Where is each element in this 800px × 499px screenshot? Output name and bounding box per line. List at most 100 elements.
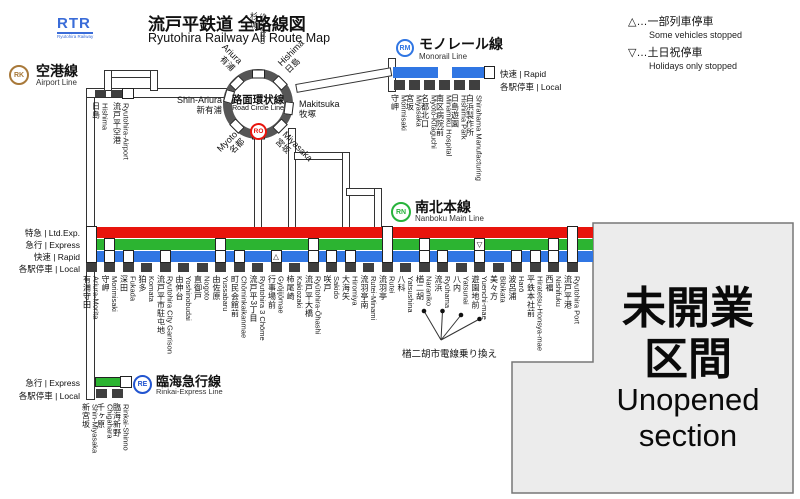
rinkai-terminal-slot [120, 376, 132, 388]
legend-partial-jp: …一部列車停車 [636, 16, 714, 28]
main-station-jp: 美々方 [489, 275, 499, 301]
unopened-jp-line2: 区間 [644, 335, 732, 384]
airport-line-badge: RK [9, 65, 29, 85]
main-station-jp: 八内 [452, 275, 462, 292]
circle-line-badge: RO [250, 123, 267, 140]
main-local-mark [85, 263, 97, 272]
main-local-mark [233, 263, 245, 272]
transfer-line [440, 314, 462, 341]
main-station-en: Nishifuku [554, 276, 563, 307]
main-local-mark [326, 263, 337, 272]
main-station-en: Yussabaru [221, 276, 230, 312]
main-local-label: 各駅停車 | Local [18, 264, 80, 274]
airport-line-title-en: Airport Line [36, 78, 77, 87]
airport-station-mark [95, 89, 106, 97]
unopened-section-area [511, 222, 794, 494]
transfer-line [440, 310, 443, 341]
rinkai-station-chigahara-jp: 千ヶ原 [96, 403, 106, 429]
monorail-line-badge: RM [396, 39, 414, 57]
main-station-en: Fukada [128, 276, 138, 302]
main-station-en: Morimisaki [110, 276, 119, 312]
triangle-down-icon: ▽ [628, 47, 637, 59]
main-local-mark [344, 263, 356, 272]
circle-station-sugishiro-en: Sugishiro [258, 13, 268, 45]
legend-partial-en: Some vehicles stopped [649, 30, 743, 40]
monorail-local-mark [453, 80, 465, 90]
monorail-station-jp: 名都北口 [420, 94, 430, 128]
main-rapid-stop-slot [215, 250, 226, 263]
main-station-jp: 町民会館前 [230, 275, 240, 318]
main-station-en: Yoshinobudai [184, 276, 193, 321]
main-station-jp: 大海矢 [341, 275, 351, 301]
main-local-mark [511, 263, 522, 272]
main-station-jp: 咲戸 [323, 275, 332, 292]
circle-station-makitsuka-en: Makitsuka [299, 99, 340, 109]
airport-terminal-slot [122, 87, 134, 99]
main-station-jp: 流戸平大橋 [304, 275, 314, 318]
rinkai-station-shin-miyasaka-jp: 新宮坂 [81, 403, 91, 429]
tram-transfer-note: 楢二胡市電線乗り換え [402, 349, 498, 360]
main-ltdexp-label: 特急 | Ltd.Exp. [24, 228, 80, 238]
monorail-local-mark [408, 80, 420, 90]
main-rapid-stop-slot [159, 250, 171, 263]
main-major-station-slot [85, 226, 97, 263]
main-station-en: Ryutohira 3 Chōme [258, 276, 267, 341]
main-local-mark [455, 263, 467, 272]
monorail-station-jp: 白浜製作所 [465, 94, 475, 137]
main-station-jp: 守岬 [101, 275, 110, 292]
rinkai-local-label: 各駅停車 | Local [18, 391, 80, 401]
main-express-bar [86, 239, 593, 250]
main-station-en: Yatsushina [406, 276, 415, 313]
main-local-mark [270, 263, 282, 272]
main-local-mark [215, 263, 226, 272]
main-station-jp: 由佐原 [212, 275, 221, 301]
main-station-jp: 楢二胡 [415, 275, 425, 301]
unopened-jp-line1: 未開業 [622, 284, 754, 333]
rtr-logo-text: RTR [57, 15, 94, 34]
unopened-en-line2: section [638, 418, 738, 453]
main-stop-mark-holiday: ▽ [476, 240, 483, 249]
main-station-jp: 深田 [119, 275, 129, 292]
main-station-en: Harō [517, 276, 526, 293]
main-station-jp: 遊園地前 [471, 275, 480, 309]
main-station-en: Yuenchi-mae [480, 276, 489, 320]
main-station-en: Rutei [387, 276, 397, 294]
main-station-jp: 有浦守田 [82, 275, 92, 309]
monorail-station-jp: 守岬 [390, 94, 400, 111]
main-rapid-stop-slot [529, 250, 541, 263]
rtr-logo-caption: Ryutohira Railway [57, 34, 94, 39]
rinkai-local-mark [112, 389, 123, 398]
rinkai-line-badge: RE [133, 375, 152, 394]
main-station-en: Bibikata [498, 276, 508, 303]
monorail-station-en: Hishima Park [459, 95, 469, 140]
main-rapid-stop-slot [474, 250, 485, 263]
monorail-local-mark [393, 80, 405, 90]
rinkai-line-title-en: Rinkai-Express Line [156, 387, 223, 396]
main-local-mark [548, 263, 559, 272]
airport-loop-right [150, 70, 158, 91]
monorail-rapid-bar [393, 67, 438, 78]
transfer-dot [421, 308, 427, 314]
rinkai-station-rinkai-shinno-jp: 臨海新野 [112, 403, 122, 437]
transfer-line [440, 318, 480, 341]
monorail-station-en: Myoto-Kitaguchi [429, 95, 439, 149]
monorail-station-en: Minamiku Hospital [444, 95, 454, 157]
